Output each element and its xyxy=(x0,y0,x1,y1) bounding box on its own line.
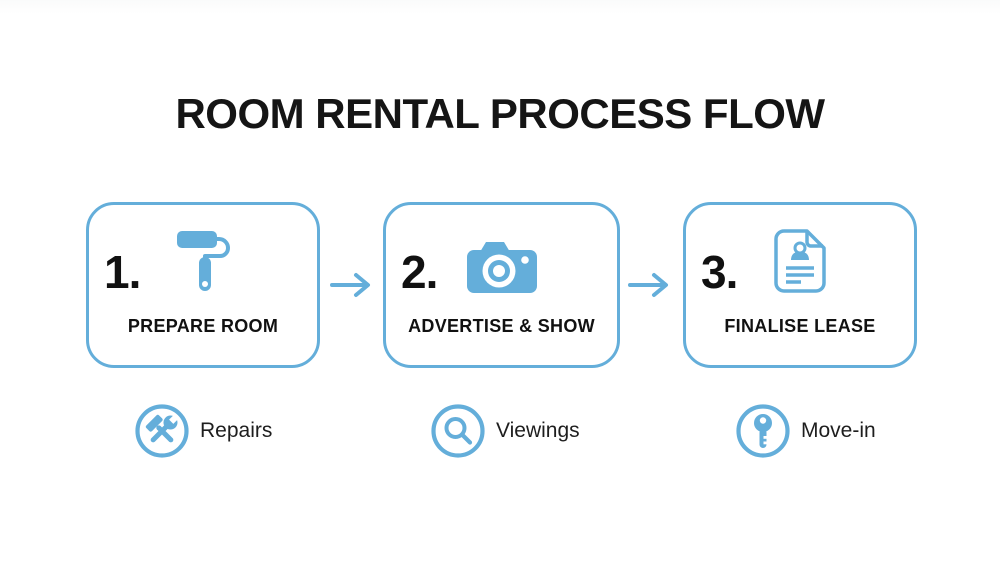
step-label: PREPARE ROOM xyxy=(127,316,279,336)
step-label: FINALISE LEASE xyxy=(724,316,876,336)
legend-label: Move-in xyxy=(801,419,876,442)
paint-roller-icon xyxy=(176,228,230,297)
tools-icon xyxy=(135,404,189,458)
right-arrow-icon xyxy=(628,271,672,299)
step-number: 1. xyxy=(104,246,141,298)
legend-label: Viewings xyxy=(496,419,580,442)
step-number: 3. xyxy=(701,246,738,298)
legend-item-repairs: Repairs xyxy=(135,404,272,458)
legend-item-viewings: Viewings xyxy=(431,404,580,458)
step-box-finalise-lease: 3. FINALISE LEASE xyxy=(683,202,917,368)
right-arrow-icon xyxy=(330,271,374,299)
magnifier-icon xyxy=(431,404,485,458)
legend-item-move-in: Move-in xyxy=(736,404,876,458)
step-number: 2. xyxy=(401,246,438,298)
step-box-prepare-room: 1. PREPARE ROOM xyxy=(86,202,320,368)
legend-label: Repairs xyxy=(200,419,273,442)
lease-document-icon xyxy=(774,229,826,298)
camera-icon xyxy=(466,240,538,299)
page-title: ROOM RENTAL PROCESS FLOW xyxy=(175,90,825,137)
step-box-advertise-show: 2. ADVERTISE & SHOW xyxy=(383,202,620,368)
key-icon xyxy=(736,404,790,458)
step-label: ADVERTISE & SHOW xyxy=(408,316,595,336)
